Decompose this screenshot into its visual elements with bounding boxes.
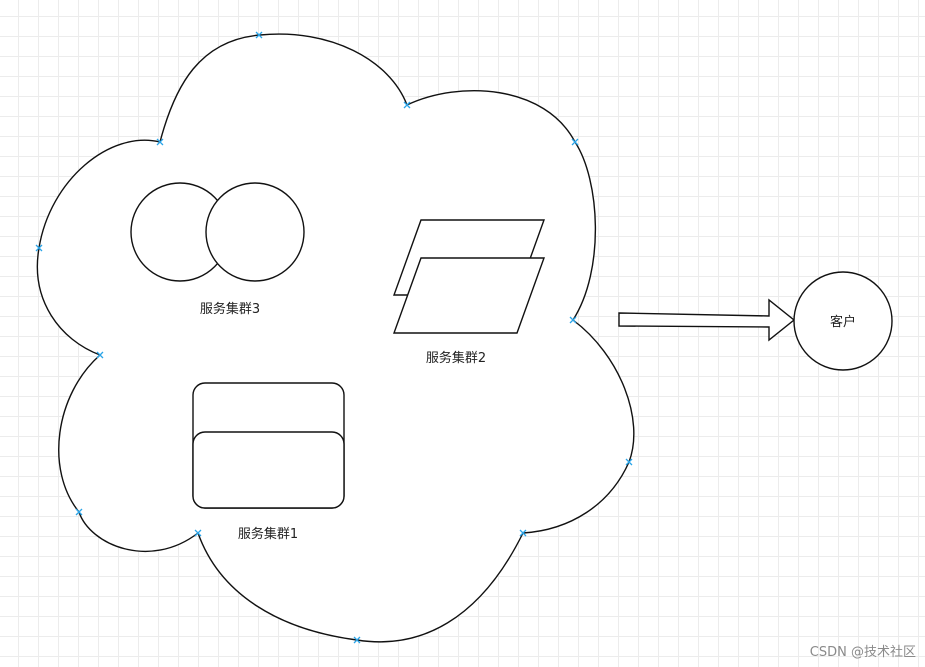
handle-marker[interactable] bbox=[35, 244, 43, 252]
handle-marker[interactable] bbox=[75, 508, 83, 516]
client-group[interactable]: 客户 bbox=[793, 271, 893, 371]
handle-marker[interactable] bbox=[625, 458, 633, 466]
stacked-rounded-rectangles-icon bbox=[192, 382, 345, 509]
cluster2-group[interactable]: 服务集群2 bbox=[393, 219, 545, 366]
cluster3-label: 服务集群3 bbox=[200, 301, 260, 317]
handle-marker[interactable] bbox=[156, 138, 164, 146]
client-label: 客户 bbox=[830, 314, 856, 330]
cloud-shape[interactable] bbox=[36, 33, 635, 643]
stacked-parallelograms-icon bbox=[393, 219, 545, 334]
cluster1-group[interactable]: 服务集群1 bbox=[192, 382, 345, 542]
handle-marker[interactable] bbox=[403, 101, 411, 109]
right-block-arrow-icon[interactable] bbox=[618, 298, 796, 342]
handle-marker[interactable] bbox=[571, 138, 579, 146]
cloud-handles bbox=[35, 31, 633, 644]
cluster1-label: 服务集群1 bbox=[238, 526, 298, 542]
handle-marker[interactable] bbox=[96, 351, 104, 359]
cluster2-label: 服务集群2 bbox=[426, 350, 486, 366]
cluster3-group[interactable]: 服务集群3 bbox=[130, 182, 305, 317]
circle-icon bbox=[793, 271, 893, 371]
handle-marker[interactable] bbox=[255, 31, 263, 39]
watermark: CSDN @技术社区 bbox=[810, 644, 916, 660]
handle-marker[interactable] bbox=[519, 529, 527, 537]
handle-marker[interactable] bbox=[353, 636, 361, 644]
handle-marker[interactable] bbox=[194, 529, 202, 537]
handle-marker[interactable] bbox=[569, 316, 577, 324]
two-circles-icon bbox=[130, 182, 305, 282]
